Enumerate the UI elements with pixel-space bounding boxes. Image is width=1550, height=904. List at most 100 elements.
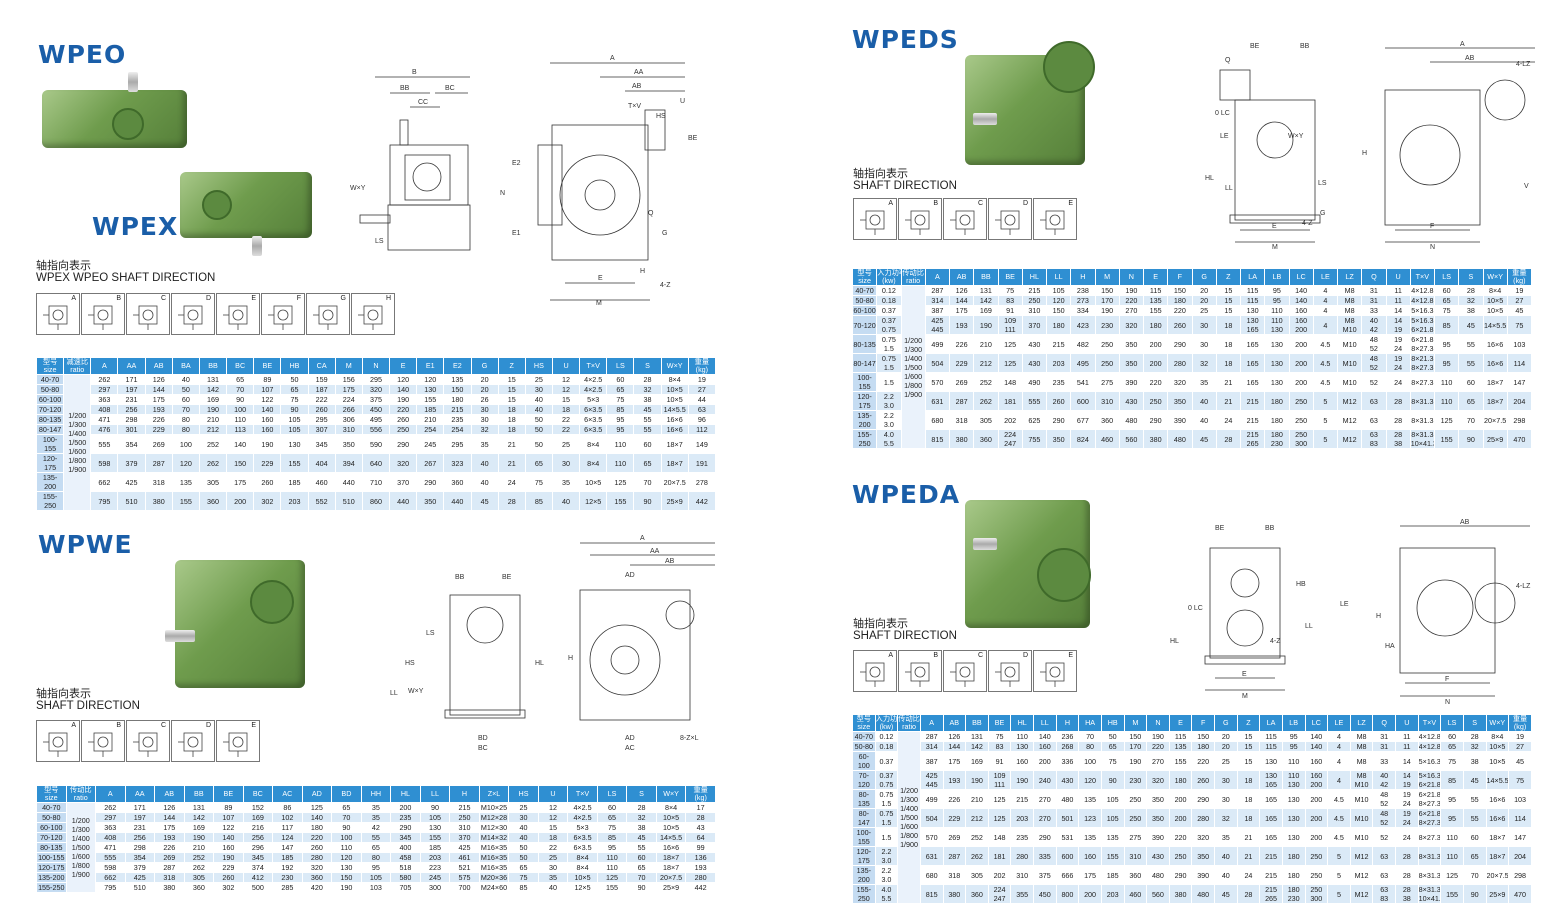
table-header-cell: 入力功率(kw) (876, 268, 902, 286)
table-cell: 460 (307, 472, 336, 492)
table-cell: 114 (1508, 808, 1532, 828)
table-cell: 6×3.5 (579, 404, 608, 415)
wpeo-title: WPEO (38, 40, 127, 69)
table-cell: 200 (1304, 789, 1329, 809)
shaft-direction-cell: B (81, 293, 125, 335)
table-cell: 442 (685, 882, 716, 893)
table-cell: 135-200 (36, 872, 67, 883)
table-cell: 14×5.5 (1482, 315, 1508, 335)
table-cell: 250 (1021, 295, 1048, 306)
table-cell: 15 (1236, 741, 1261, 752)
table-cell: 480 (1055, 789, 1080, 809)
table-cell: 109 111 (987, 770, 1012, 790)
table-cell: 203 (1010, 808, 1034, 828)
table-cell: 10×5 (655, 822, 687, 833)
table-cell: 95 (1281, 731, 1306, 742)
table-cell: 95 (606, 414, 635, 425)
table-cell: 260 (1045, 391, 1072, 411)
table-cell: M12 (1349, 884, 1374, 904)
table-cell: 16×6 (660, 424, 689, 435)
table-header-cell: M (1094, 268, 1120, 286)
table-cell: 180 (1264, 410, 1290, 430)
table-cell: 229 (144, 424, 173, 435)
table-cell: 122 (253, 394, 282, 405)
table-cell: 270 (1033, 789, 1057, 809)
table-cell: 110 (606, 453, 635, 473)
table-cell: 499 (924, 334, 951, 354)
shaft-direction-cell: B (898, 198, 942, 240)
table-header-cell: LE (1327, 714, 1351, 732)
wpeo-product-photo (42, 72, 187, 148)
table-cell: 110 (1010, 731, 1034, 742)
table-header-cell: N (361, 357, 391, 375)
table-cell: 40 (551, 491, 581, 511)
table-cell: 32 (1214, 808, 1238, 828)
table-cell: 231 (117, 394, 146, 405)
table-cell: 160 (1033, 741, 1057, 752)
table-cell: 220 (1167, 305, 1193, 316)
table-cell: 70 (1458, 410, 1484, 430)
table-cell: 360 (965, 884, 989, 904)
table-cell: 115 (1259, 731, 1283, 742)
table-cell: 270 (1146, 751, 1170, 771)
table-cell: 130 (1010, 741, 1034, 752)
table-cell: 100 (331, 832, 362, 843)
svg-text:BE: BE (688, 135, 698, 142)
table-header-cell: AB (144, 357, 173, 375)
table-cell: 110 (331, 842, 362, 853)
table-cell: 125 (596, 872, 628, 883)
table-cell: 181 (997, 391, 1023, 411)
table-cell: 25 (508, 802, 539, 813)
table-cell: 15 (1236, 731, 1261, 742)
table-cell: 130 (416, 384, 445, 395)
wpeda-shaft-direction-label: 轴指向表示 SHAFT DIRECTION (853, 618, 957, 642)
wpwe-title: WPWE (38, 530, 133, 559)
table-cell: 10×5 (1485, 751, 1510, 771)
table-cell: 18×7 (1482, 391, 1508, 411)
table-cell: 125 (1433, 410, 1460, 430)
table-cell: 590 (361, 434, 391, 454)
table-cell: 185 (416, 404, 445, 415)
table-cell: 20 (1214, 741, 1238, 752)
table-cell: 150 (1094, 285, 1120, 296)
table-cell: 350 (1045, 429, 1072, 449)
table-cell: 240 (1033, 770, 1057, 790)
table-cell: 125 (1440, 865, 1464, 885)
table-cell: 140 (1304, 741, 1329, 752)
ratio-cell: 1/200 1/300 1/400 1/500 1/600 1/800 1/90… (65, 802, 97, 893)
table-header-cell: LL (1033, 714, 1057, 732)
table-cell: 210 (198, 414, 228, 425)
table-cell: 44 (687, 394, 717, 405)
table-cell: M12×28 (478, 812, 510, 823)
table-cell: 420 (301, 882, 333, 893)
svg-text:BB: BB (1300, 43, 1310, 50)
table-cell: 35 (1214, 827, 1238, 847)
table-header-cell: Z (1215, 268, 1242, 286)
table-cell: 38 (1458, 305, 1484, 316)
table-cell: 165 (1239, 353, 1266, 373)
table-cell: 20 (1214, 731, 1238, 742)
table-cell: 20 (1191, 295, 1217, 306)
table-cell: 28 (626, 802, 657, 813)
table-cell: 70 (626, 872, 657, 883)
wpeo-dimension-drawing: B BB BC CC W×Y LS A AA AB T×V HS U BE CA… (350, 55, 698, 307)
table-cell: 480 (1167, 429, 1193, 449)
table-cell: 6×3.5 (567, 842, 598, 853)
table-cell: 0.37 0.75 (874, 770, 899, 790)
table-cell: 95 (606, 424, 635, 435)
table-cell: 295 (307, 414, 336, 425)
table-cell: 32 (626, 812, 657, 823)
shaft-direction-cell: A (36, 293, 80, 335)
table-cell: 10×5 (1485, 741, 1510, 752)
table-cell: 91 (997, 305, 1023, 316)
svg-text:BE: BE (1250, 43, 1260, 50)
table-cell: 105 (1100, 789, 1125, 809)
table-cell: 40 42 (1372, 770, 1396, 790)
table-cell: 31 (1361, 295, 1387, 306)
table-cell: 270 (1118, 305, 1145, 316)
